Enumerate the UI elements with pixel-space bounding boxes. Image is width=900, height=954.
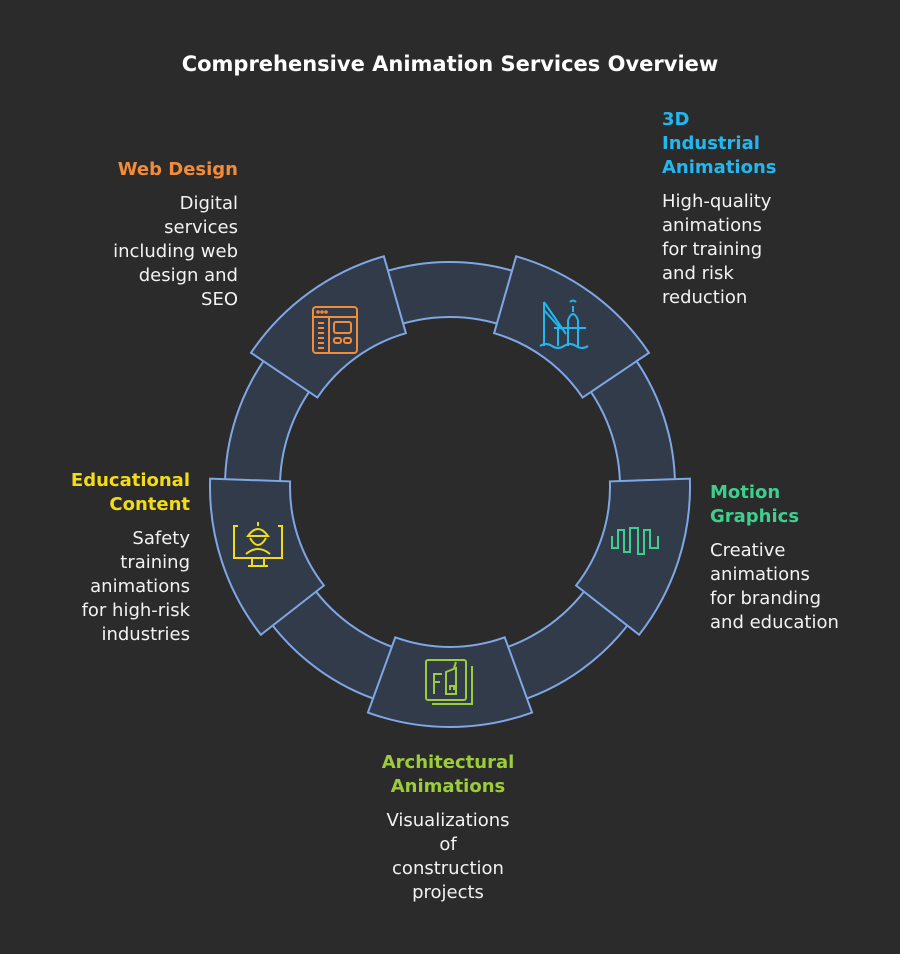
worker-monitor-icon — [233, 522, 283, 567]
diagram-title: Comprehensive Animation Services Overvie… — [181, 52, 719, 76]
ring-segment-3 — [209, 477, 326, 637]
item-heading: Web Design — [117, 159, 238, 180]
offshore-platform-icon — [539, 299, 589, 349]
web-layout-icon — [312, 306, 358, 354]
ring-segment-1 — [574, 477, 691, 637]
waveform-icon — [611, 527, 659, 555]
ring-segment-2 — [366, 636, 534, 728]
ring-segment-0 — [492, 255, 651, 399]
building-plan-icon — [425, 659, 473, 705]
